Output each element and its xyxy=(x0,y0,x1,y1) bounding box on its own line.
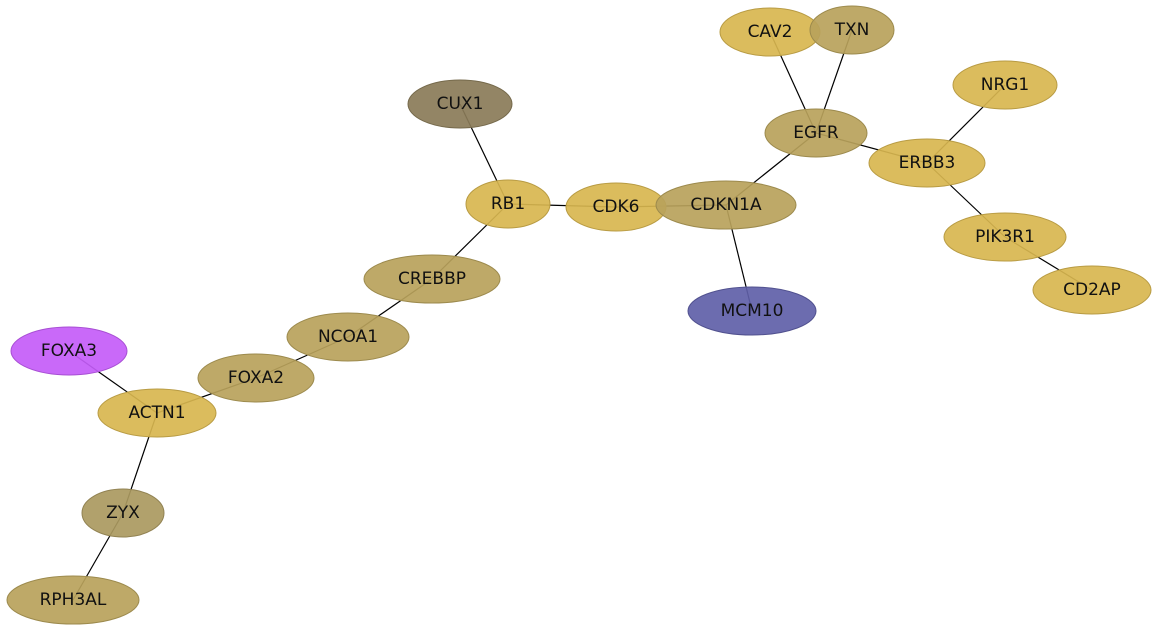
node-ncoa1[interactable]: NCOA1 xyxy=(286,312,410,362)
node-ellipse-rph3al[interactable] xyxy=(6,575,140,625)
node-ellipse-cav2[interactable] xyxy=(719,7,821,57)
node-ellipse-cdkn1a[interactable] xyxy=(655,180,797,230)
node-rb1[interactable]: RB1 xyxy=(465,179,551,229)
node-egfr[interactable]: EGFR xyxy=(764,108,868,158)
node-ellipse-pik3r1[interactable] xyxy=(943,212,1067,262)
node-zyx[interactable]: ZYX xyxy=(81,488,165,538)
node-ellipse-zyx[interactable] xyxy=(81,488,165,538)
node-ellipse-foxa2[interactable] xyxy=(197,353,315,403)
node-ellipse-crebbp[interactable] xyxy=(363,254,501,304)
node-foxa3[interactable]: FOXA3 xyxy=(10,326,128,376)
node-crebbp[interactable]: CREBBP xyxy=(363,254,501,304)
node-ellipse-rb1[interactable] xyxy=(465,179,551,229)
node-cdkn1a[interactable]: CDKN1A xyxy=(655,180,797,230)
node-erbb3[interactable]: ERBB3 xyxy=(868,138,986,188)
node-ellipse-foxa3[interactable] xyxy=(10,326,128,376)
node-actn1[interactable]: ACTN1 xyxy=(97,388,217,438)
node-ellipse-erbb3[interactable] xyxy=(868,138,986,188)
edge-layer xyxy=(68,29,1093,601)
node-cav2[interactable]: CAV2 xyxy=(719,7,821,57)
node-cd2ap[interactable]: CD2AP xyxy=(1032,265,1152,315)
node-txn[interactable]: TXN xyxy=(809,5,895,55)
node-ellipse-nrg1[interactable] xyxy=(952,60,1058,110)
node-ellipse-cux1[interactable] xyxy=(407,79,513,129)
node-ellipse-txn[interactable] xyxy=(809,5,895,55)
node-foxa2[interactable]: FOXA2 xyxy=(197,353,315,403)
node-ellipse-egfr[interactable] xyxy=(764,108,868,158)
node-ellipse-cd2ap[interactable] xyxy=(1032,265,1152,315)
node-ellipse-mcm10[interactable] xyxy=(687,286,817,336)
node-ellipse-ncoa1[interactable] xyxy=(286,312,410,362)
node-nrg1[interactable]: NRG1 xyxy=(952,60,1058,110)
node-rph3al[interactable]: RPH3AL xyxy=(6,575,140,625)
node-ellipse-cdk6[interactable] xyxy=(565,182,667,232)
node-pik3r1[interactable]: PIK3R1 xyxy=(943,212,1067,262)
node-ellipse-actn1[interactable] xyxy=(97,388,217,438)
node-cux1[interactable]: CUX1 xyxy=(407,79,513,129)
node-cdk6[interactable]: CDK6 xyxy=(565,182,667,232)
node-mcm10[interactable]: MCM10 xyxy=(687,286,817,336)
